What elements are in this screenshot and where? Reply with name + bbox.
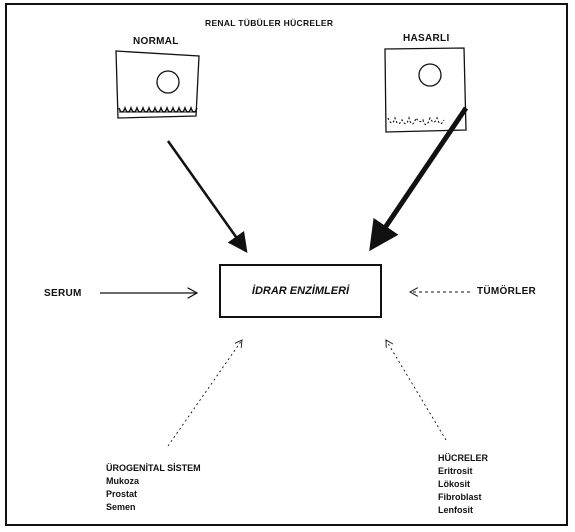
normal-to-enzymes-arrow bbox=[168, 141, 246, 251]
normal-cell-label: NORMAL bbox=[133, 36, 179, 47]
urogenital-item: Semen bbox=[106, 501, 201, 514]
cells-item: Eritrosit bbox=[438, 465, 488, 478]
urogenital-item: Prostat bbox=[106, 488, 201, 501]
urine-enzymes-box: İDRAR ENZİMLERİ bbox=[219, 264, 382, 318]
urogenital-item: Mukoza bbox=[106, 475, 201, 488]
cells-list: HÜCRELER Eritrosit Lökosit Fibroblast Le… bbox=[438, 452, 488, 517]
damaged-cell-icon bbox=[385, 48, 466, 132]
damaged-cell-label: HASARLI bbox=[403, 33, 450, 44]
tumors-label: TÜMÖRLER bbox=[477, 286, 536, 297]
diagram-title: RENAL TÜBÜLER HÜCRELER bbox=[205, 18, 333, 28]
cells-heading: HÜCRELER bbox=[438, 452, 488, 465]
cells-item: Lökosit bbox=[438, 478, 488, 491]
serum-label: SERUM bbox=[44, 288, 82, 299]
normal-cell-icon bbox=[116, 51, 199, 118]
cells-item: Lenfosit bbox=[438, 504, 488, 517]
urine-enzymes-label: İDRAR ENZİMLERİ bbox=[252, 285, 349, 297]
urogenital-heading: ÜROGENİTAL SİSTEM bbox=[106, 462, 201, 475]
urogenital-arrow bbox=[168, 340, 242, 446]
cells-item: Fibroblast bbox=[438, 491, 488, 504]
cells-arrow bbox=[386, 340, 446, 440]
urogenital-list: ÜROGENİTAL SİSTEM Mukoza Prostat Semen bbox=[106, 462, 201, 514]
